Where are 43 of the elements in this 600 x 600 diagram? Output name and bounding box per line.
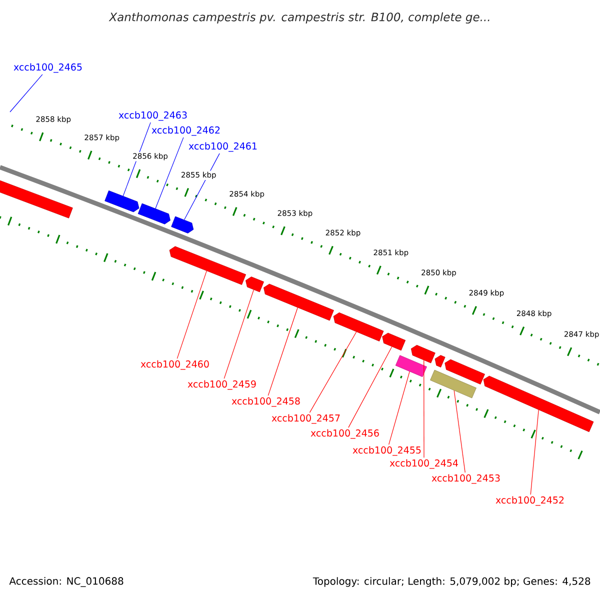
gene-box	[395, 355, 427, 378]
leader-line	[122, 122, 151, 196]
gene-bar	[333, 312, 384, 342]
footer-text: Topology: circular; Length: 5,079,002 bp; Genes: 4,528	[312, 577, 590, 587]
gene-label: xccb100_2453	[432, 474, 500, 484]
gene-box	[430, 370, 476, 398]
gene-label: xccb100_2458	[232, 397, 300, 407]
leader-line	[268, 307, 298, 396]
gene-bar	[246, 276, 264, 292]
gene-bar	[169, 246, 246, 285]
leader-line	[176, 270, 207, 359]
gene-label: xccb100_2456	[310, 429, 379, 439]
gene-bar	[444, 359, 485, 384]
gene-bar	[104, 190, 140, 212]
gene-label: xccb100_2454	[390, 459, 458, 469]
gene-label: xccb100_2457	[272, 414, 340, 424]
title: Xanthomonas campestris pv. campestris str. B100, complete ge...	[108, 12, 490, 24]
gene-label: xccb100_2461	[188, 142, 257, 152]
leader-line	[348, 346, 392, 428]
gene-label: xccb100_2459	[188, 380, 256, 390]
leader-line	[10, 74, 43, 112]
gene-bar	[434, 355, 446, 368]
leader-line	[530, 410, 539, 495]
leader-line	[388, 371, 410, 445]
gene-bar	[0, 179, 73, 218]
leader-line	[309, 332, 357, 413]
gene-bar	[483, 376, 594, 432]
leader-line	[155, 137, 184, 209]
gene-label: xccb100_2460	[140, 360, 209, 370]
leader-line	[454, 390, 466, 473]
gene-bar	[171, 216, 194, 234]
gene-label: xccb100_2463	[118, 111, 187, 121]
gene-label: xccb100_2455	[352, 446, 421, 456]
gene-bar	[138, 203, 170, 224]
gene-label: xccb100_2462	[152, 126, 220, 136]
leader-line	[224, 289, 254, 379]
gene-label: xccb100_2452	[496, 496, 564, 506]
gene-label: xccb100_2465	[14, 63, 82, 73]
gene-bar	[410, 344, 436, 364]
leader-line	[184, 153, 220, 220]
gene-bar	[382, 332, 406, 351]
gene-bar	[264, 284, 334, 321]
footer-text: Accession: NC_010688	[9, 577, 124, 587]
